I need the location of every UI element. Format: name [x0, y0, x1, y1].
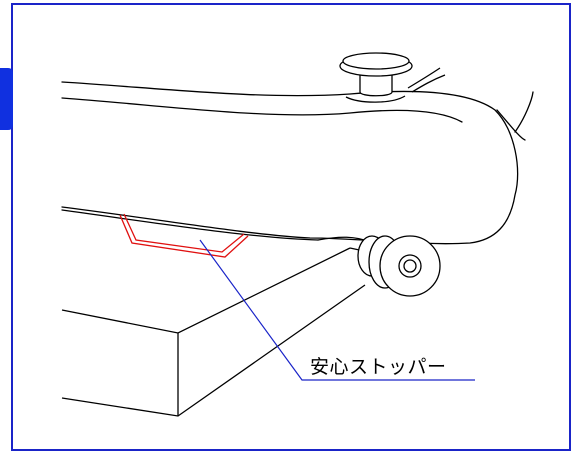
table-block [61, 247, 379, 417]
top-knob [339, 52, 446, 103]
wheel [357, 235, 441, 297]
safety-stopper-highlight [119, 213, 249, 258]
callout-leader-line [199, 239, 475, 381]
side-tab [0, 68, 13, 130]
callout-label: 安心ストッパー [310, 356, 447, 378]
outer-frame [11, 3, 571, 451]
machine-arm [61, 81, 534, 245]
